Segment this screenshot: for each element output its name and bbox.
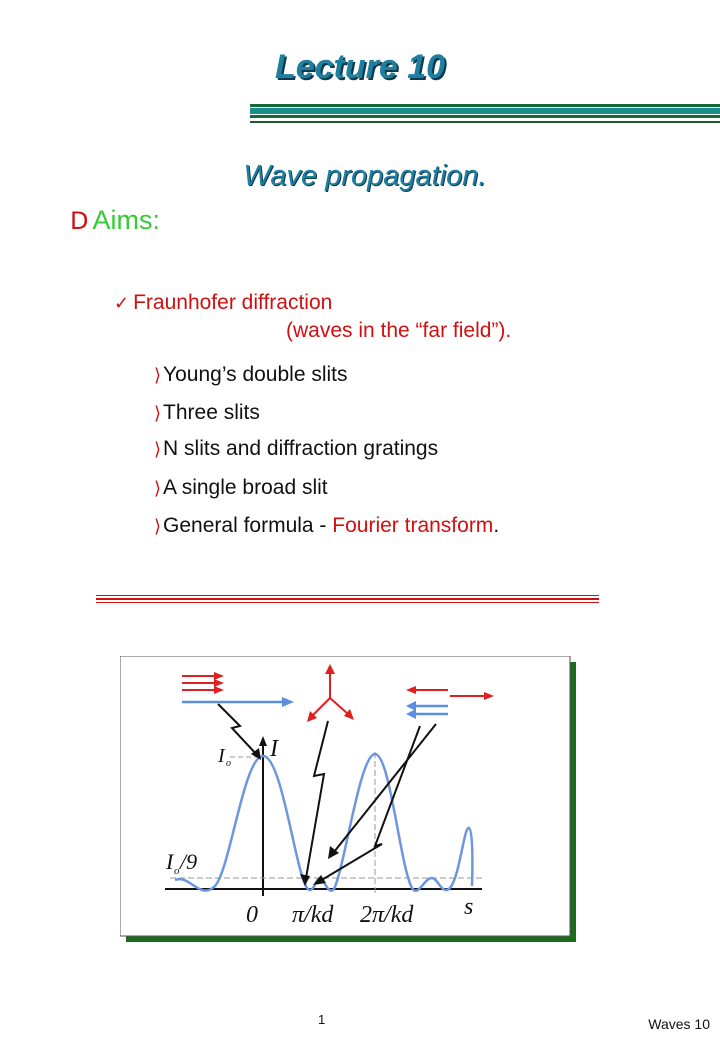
- label-Io-sub: o: [226, 758, 231, 769]
- triple-arrowhead: [307, 711, 317, 722]
- pointer-arrowhead: [328, 846, 339, 859]
- pointer-arrow-straight: [333, 723, 437, 853]
- leftward-blue-arrowhead: [406, 709, 416, 719]
- label-Io: I: [217, 745, 226, 767]
- slide-title: Lecture 10: [274, 48, 446, 86]
- sub-item-period: .: [493, 514, 500, 537]
- triple-arrow-left: [311, 697, 331, 717]
- label-Io9-frac: /9: [178, 849, 197, 874]
- diamond-bullet-icon: ⟩: [154, 478, 162, 499]
- footer-label: Waves 10: [648, 1016, 710, 1032]
- incoming-red-arrowhead: [214, 679, 224, 687]
- axis-arrowhead: [259, 736, 267, 746]
- sub-item-text: A single broad slit: [163, 476, 328, 499]
- sub-item: ⟩Three slits: [154, 401, 260, 425]
- main-item-line1: Fraunhofer diffraction: [133, 291, 333, 314]
- sub-item: ⟩A single broad slit: [154, 476, 328, 500]
- pointer-arrowhead: [251, 748, 261, 760]
- page-number: 1: [318, 1012, 326, 1027]
- pointer-arrow-peak: [217, 703, 259, 757]
- red-divider-line: [96, 595, 599, 596]
- sub-item: ⟩General formula - Fourier transform.: [154, 514, 499, 538]
- thumbs-bullet-icon: D: [70, 207, 89, 235]
- sub-item: ⟩N slits and diffraction gratings: [154, 437, 438, 461]
- title-bar-teal: [250, 108, 720, 114]
- figure-frame: [119, 655, 571, 937]
- sub-item-text: Three slits: [163, 401, 260, 424]
- incoming-red-arrowhead: [214, 672, 224, 680]
- triple-arrowhead: [344, 709, 354, 720]
- sub-item-text: N slits and diffraction gratings: [163, 437, 439, 460]
- title-bar-dark-top: [250, 104, 720, 107]
- pointer-arrowhead: [313, 875, 326, 885]
- sub-item: ⟩Young’s double slits: [154, 363, 348, 387]
- sub-item-text: Young’s double slits: [163, 363, 348, 386]
- intensity-curve: [174, 752, 474, 892]
- diamond-bullet-icon: ⟩: [154, 516, 162, 537]
- sub-item-text: General formula -: [163, 514, 333, 537]
- aims-label: Aims:: [92, 205, 160, 235]
- pointer-arrow-lightning: [319, 725, 421, 882]
- pointer-arrow-zigzag: [305, 720, 329, 879]
- axis-label-s: s: [464, 894, 473, 920]
- incoming-blue-arrowhead: [282, 697, 294, 707]
- label-Io9-sub: o: [174, 865, 180, 877]
- title-bar-dark-bottom: [250, 115, 720, 118]
- label-I: I: [269, 736, 279, 762]
- triple-arrow-right: [329, 697, 349, 715]
- leftward-blue-arrowhead: [406, 701, 416, 711]
- diamond-bullet-icon: ⟩: [154, 403, 162, 424]
- diffraction-figure: I I o I o /9 0 π/kd 2π/kd s: [119, 655, 582, 951]
- diffraction-figure-svg: I I o I o /9 0 π/kd 2π/kd s: [119, 655, 576, 942]
- diamond-bullet-icon: ⟩: [154, 365, 162, 386]
- triple-arrowhead: [325, 664, 335, 674]
- check-bullet-icon: ✓: [114, 293, 130, 314]
- slide-subtitle: Wave propagation.: [243, 160, 487, 192]
- red-divider-line: [96, 602, 599, 603]
- label-Io9-I: I: [165, 849, 175, 874]
- title-bar-thin: [250, 121, 720, 123]
- tick-zero: 0: [246, 902, 258, 928]
- fourier-highlight: Fourier transform: [332, 514, 494, 537]
- leftward-red-arrowhead: [406, 686, 416, 694]
- rightward-red-arrowhead: [484, 692, 494, 700]
- diamond-bullet-icon: ⟩: [154, 439, 162, 460]
- tick-2pi-kd: 2π/kd: [360, 902, 414, 928]
- main-item-line2: (waves in the “far field”).: [286, 319, 512, 342]
- incoming-red-arrowhead: [214, 686, 224, 694]
- tick-pi-kd: π/kd: [292, 902, 334, 928]
- main-bullet-item: ✓Fraunhofer diffraction (waves in the “f…: [114, 289, 511, 344]
- pointer-arrowhead: [300, 874, 310, 886]
- red-divider-line: [96, 598, 599, 600]
